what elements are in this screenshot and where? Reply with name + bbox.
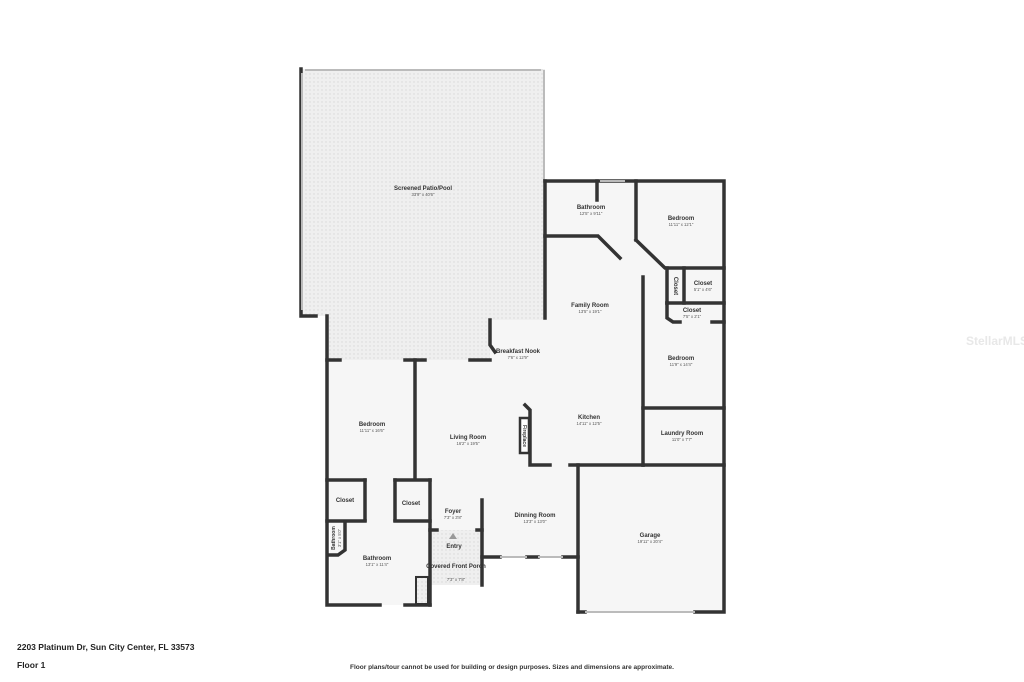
room-name: Closet — [672, 277, 678, 295]
room-name: Entry — [446, 544, 462, 550]
room-dim: 13'3" x 13'0" — [524, 519, 547, 524]
walls — [299, 67, 726, 614]
room-dim: 7'3" x 7'8" — [447, 577, 466, 582]
room-name: Bedroom — [668, 216, 694, 222]
room-dim: 19'11" x 20'4" — [638, 539, 663, 544]
room-dim: 12'5" x 9'11" — [580, 211, 603, 216]
room-dim: 7'3" x 3'8" — [444, 515, 463, 520]
room-name: Dinning Room — [515, 513, 556, 519]
room-labels: Screened Patio/Pool 33'9" x 40'6" Bathro… — [331, 186, 713, 582]
room-name: Closet — [402, 501, 420, 507]
room-dim: 16'2" x 19'5" — [457, 441, 480, 446]
room-dim: 5'1" x 4'6" — [694, 287, 713, 292]
room-name: Bathroom — [577, 205, 605, 211]
watermark: StellarMLS — [966, 334, 1024, 348]
room-name: Laundry Room — [661, 431, 703, 437]
room-name: Bathroom — [363, 556, 391, 562]
room-name: Bathroom — [331, 526, 337, 550]
disclaimer: Floor plans/tour cannot be used for buil… — [350, 664, 674, 671]
room-name: Bedroom — [668, 356, 694, 362]
room-name: Garage — [640, 533, 661, 539]
room-name: Closet — [694, 281, 712, 287]
floor-label: Floor 1 — [17, 660, 46, 670]
room-dim: 11'11" x 12'1" — [669, 222, 694, 227]
room-name: Covered Front Porch — [426, 564, 486, 570]
room-name: Closet — [683, 308, 701, 314]
room-name: Kitchen — [578, 415, 600, 421]
room-name: Closet — [336, 498, 354, 504]
room-dim: 13'5" x 19'1" — [579, 309, 602, 314]
room-dim: 33'9" x 40'6" — [412, 192, 435, 197]
room-dim: 7'5" x 2'1" — [683, 314, 702, 319]
room-name: Living Room — [450, 435, 486, 441]
room-dim: 7'6" x 12'9" — [508, 355, 529, 360]
room-dim: 11'11" x 16'6" — [360, 428, 385, 433]
room-name: Foyer — [445, 509, 462, 515]
property-address: 2203 Platinum Dr, Sun City Center, FL 33… — [17, 642, 195, 652]
room-dim: 13'1" x 11'4" — [366, 562, 389, 567]
room-name: Breakfast Nook — [496, 349, 541, 355]
room-dim: 3'1" x 5'0" — [337, 528, 342, 547]
entry-arrow-icon — [449, 533, 457, 539]
room-dim: 14'11" x 12'5" — [577, 421, 602, 426]
room-name: Bedroom — [359, 422, 385, 428]
room-fills — [301, 69, 724, 612]
room-dim: 11'9" x 14'4" — [670, 362, 693, 367]
fireplace-label: Fireplace — [521, 425, 527, 447]
room-name: Family Room — [571, 303, 609, 309]
room-dim: 11'0" x 7'7" — [672, 437, 693, 442]
room-name: Screened Patio/Pool — [394, 186, 452, 192]
